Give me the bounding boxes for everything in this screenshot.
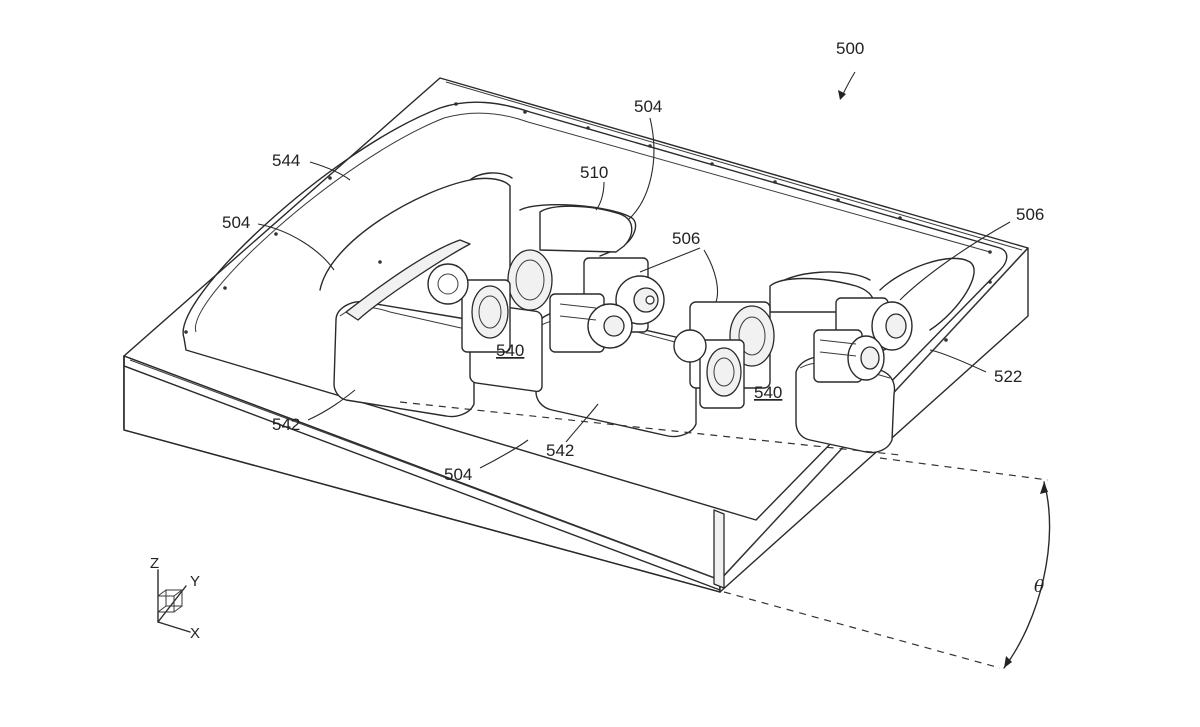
axis-y-label: Y [190, 573, 200, 590]
axis-x-label: X [190, 625, 200, 642]
island-left-542 [333, 239, 476, 418]
label-504-top: 504 [634, 97, 662, 116]
angle-construction [399, 401, 1051, 669]
label-506-mid: 506 [672, 229, 700, 248]
label-504-left: 504 [222, 213, 250, 232]
label-542-left: 542 [272, 415, 300, 434]
speaker-cluster-right [813, 297, 913, 383]
axis-z-label: Z [150, 555, 159, 572]
label-504-bottom: 504 [444, 465, 472, 484]
label-510: 510 [580, 163, 608, 182]
rim-screws [184, 102, 992, 342]
rim-544 [182, 101, 1008, 521]
reference-labels: 500 504 510 544 504 506 506 540 540 522 … [222, 39, 1044, 597]
speaker-drivers-506 [427, 249, 913, 409]
label-540-left: 540 [496, 341, 524, 360]
label-540-right: 540 [754, 383, 782, 402]
label-544: 544 [272, 151, 300, 170]
speaker-cluster-center-right [673, 301, 775, 409]
label-542-mid: 542 [546, 441, 574, 460]
label-522: 522 [994, 367, 1022, 386]
leader-lines [257, 71, 1011, 469]
axis-triad: Z Y X [150, 555, 200, 642]
speaker-cluster-left [427, 249, 553, 393]
angle-theta-label: θ [1034, 577, 1044, 597]
label-500: 500 [836, 39, 864, 58]
speaker-cluster-middle [549, 257, 665, 353]
label-506-right: 506 [1016, 205, 1044, 224]
angle-arc [1003, 481, 1051, 669]
